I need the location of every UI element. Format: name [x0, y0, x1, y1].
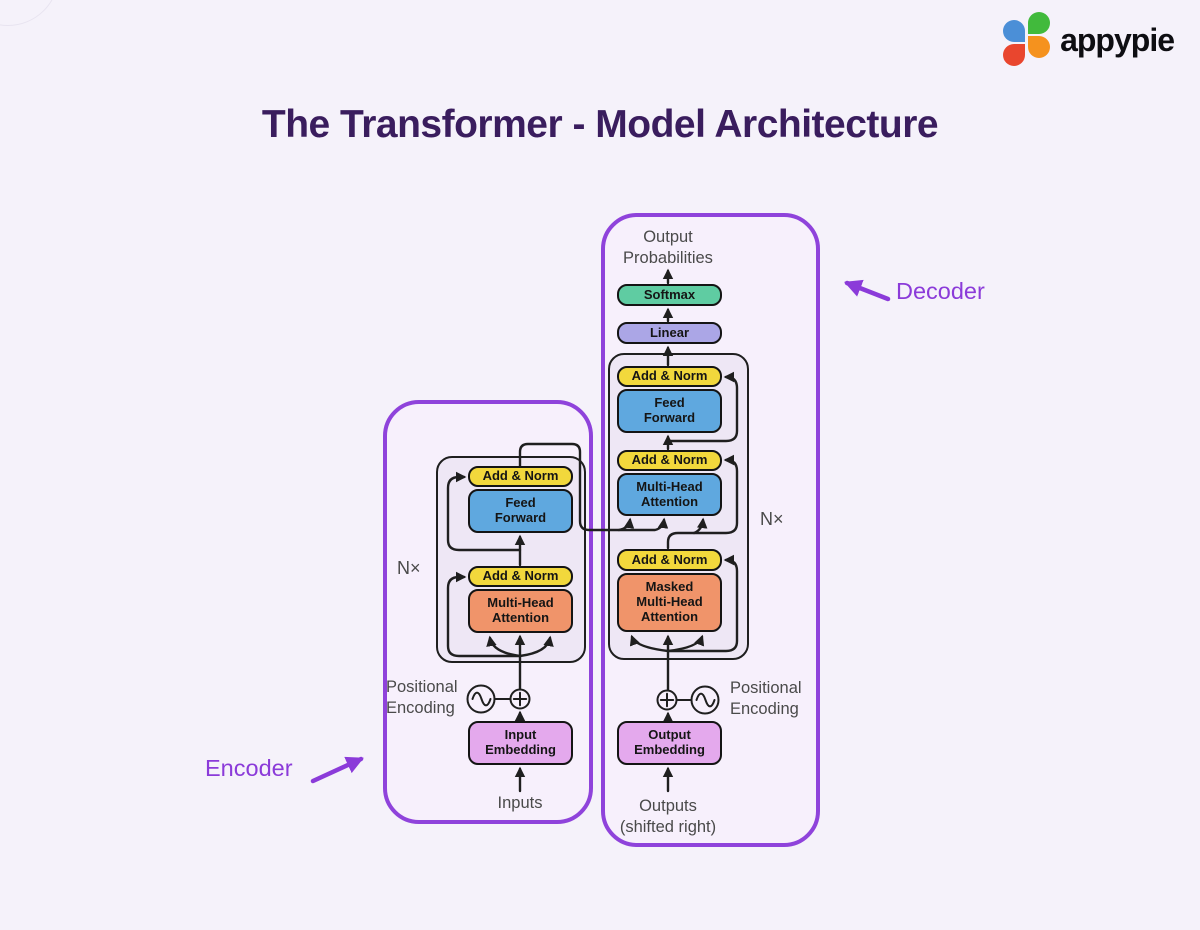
outputs-label: Outputs (shifted right): [619, 797, 717, 837]
decoder-callout-arrow-icon: [844, 279, 891, 302]
logo-petal-red: [1003, 44, 1026, 66]
logo-petal-green: [1028, 12, 1051, 34]
encoder-add-norm-top-box: Add & Norm: [468, 466, 573, 487]
decoder-nx-label: N×: [760, 509, 784, 529]
logo-petal-blue: [1003, 20, 1026, 42]
decoder-add-norm-top-box: Add & Norm: [617, 366, 722, 387]
page-title: The Transformer - Model Architecture: [261, 103, 939, 146]
encoder-callout-label: Encoder: [205, 755, 293, 781]
softmax-box: Softmax: [617, 284, 722, 306]
logo-petal-orange: [1028, 36, 1051, 58]
encoder-multi-head-attention-box: Multi-Head Attention: [468, 589, 573, 633]
inputs-label: Inputs: [497, 794, 543, 812]
decoder-add-norm-bottom-box: Add & Norm: [617, 549, 722, 571]
output-embedding-box: Output Embedding: [617, 721, 722, 765]
output-probabilities-label: Output Probabilities: [623, 228, 713, 268]
input-embedding-box: Input Embedding: [468, 721, 573, 765]
linear-box: Linear: [617, 322, 722, 344]
encoder-positional-encoding-label: Positional Encoding: [386, 678, 458, 718]
brand-name: appypie: [1060, 21, 1175, 58]
decoder-add-norm-middle-box: Add & Norm: [617, 450, 722, 471]
decoder-callout-label: Decoder: [896, 278, 985, 304]
decoder-feed-forward-box: Feed Forward: [617, 389, 722, 433]
brand-logo: appypie: [1003, 12, 1175, 66]
encoder-feed-forward-box: Feed Forward: [468, 489, 573, 533]
encoder-add-norm-bottom-box: Add & Norm: [468, 566, 573, 587]
encoder-callout-arrow-icon: [310, 756, 364, 784]
masked-multi-head-attention-box: Masked Multi-Head Attention: [617, 573, 722, 632]
decoder-positional-encoding-label: Positional Encoding: [730, 679, 802, 719]
appypie-logo-icon: [1003, 12, 1051, 66]
encoder-nx-label: N×: [397, 558, 421, 578]
decoder-multi-head-attention-box: Multi-Head Attention: [617, 473, 722, 516]
